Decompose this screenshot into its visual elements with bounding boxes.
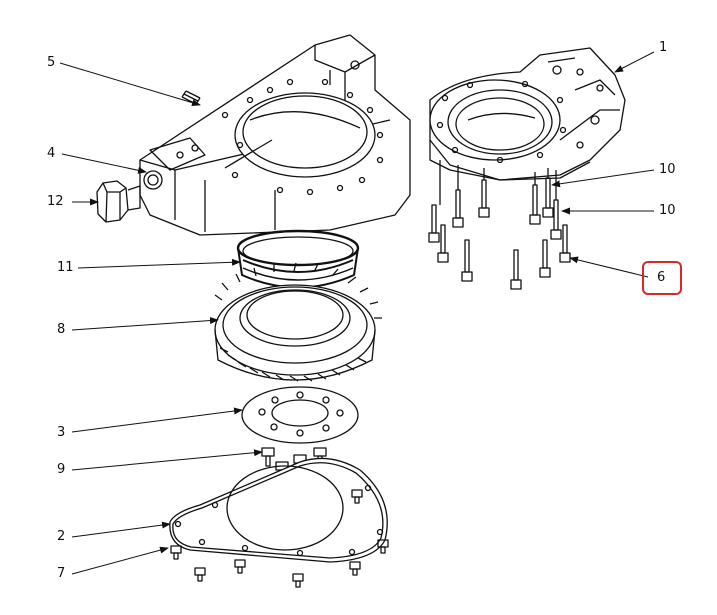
cover-screws: [170, 489, 389, 588]
callout-5: 5: [47, 55, 56, 70]
cap-screws: [428, 160, 571, 290]
callout-12: 12: [47, 194, 64, 209]
hex-plug: [96, 180, 141, 223]
callout-11: 11: [57, 260, 74, 275]
thrust-washer: [241, 386, 359, 444]
callout-10-upper: 10: [659, 162, 676, 177]
callout-9: 9: [57, 462, 66, 477]
highlight-box: [642, 261, 682, 295]
callout-1: 1: [659, 40, 668, 55]
cover-plate: [169, 457, 388, 563]
callout-7: 7: [57, 566, 66, 581]
callout-8: 8: [57, 322, 66, 337]
callout-4: 4: [47, 146, 56, 161]
leader-lines: [59, 51, 655, 575]
seal-ring: [236, 229, 360, 289]
ring-gear: [214, 262, 382, 382]
upper-housing: [139, 34, 411, 236]
callout-2: 2: [57, 529, 66, 544]
right-housing: [429, 47, 626, 181]
callout-6: 6: [657, 270, 666, 285]
callout-10-lower: 10: [659, 203, 676, 218]
callout-3: 3: [57, 425, 66, 440]
